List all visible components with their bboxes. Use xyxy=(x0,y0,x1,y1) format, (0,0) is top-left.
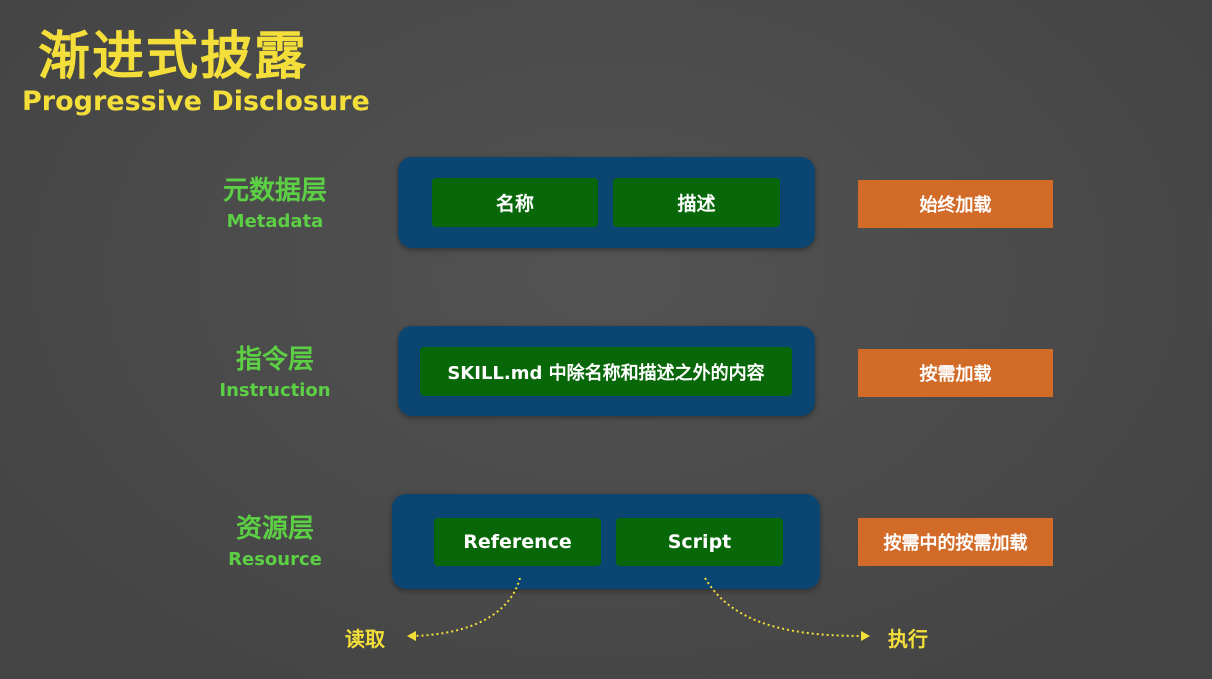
execute-arrow xyxy=(704,577,863,637)
execute-arrowhead xyxy=(861,631,870,641)
layer-name-en: Instruction xyxy=(219,380,331,401)
item-skill-content: SKILL.md 中除名称和描述之外的内容 xyxy=(420,347,792,396)
layer-name-zh: 指令层 xyxy=(235,345,314,375)
action-execute: 执行 xyxy=(888,627,928,651)
layer-label-resource: 资源层 Resource xyxy=(175,514,375,572)
action-read: 读取 xyxy=(345,627,385,651)
page-title: 渐进式披露 xyxy=(38,27,309,87)
item-script: Script xyxy=(616,518,783,566)
item-description: 描述 xyxy=(613,178,780,227)
layer-name-en: Resource xyxy=(228,549,322,570)
layer-name-zh: 资源层 xyxy=(235,514,314,544)
layer-label-metadata: 元数据层 Metadata xyxy=(175,176,375,234)
item-reference: Reference xyxy=(434,518,601,566)
read-arrowhead xyxy=(407,631,416,641)
load-badge-always: 始终加载 xyxy=(858,180,1053,228)
item-name: 名称 xyxy=(432,178,598,227)
page-subtitle: Progressive Disclosure xyxy=(22,86,370,117)
layer-name-zh: 元数据层 xyxy=(222,176,327,206)
layer-name-en: Metadata xyxy=(226,211,324,232)
load-badge-on-demand: 按需加载 xyxy=(858,349,1053,397)
load-badge-nested-on-demand: 按需中的按需加载 xyxy=(858,518,1053,566)
read-arrow xyxy=(413,577,521,637)
layer-label-instruction: 指令层 Instruction xyxy=(175,345,375,403)
